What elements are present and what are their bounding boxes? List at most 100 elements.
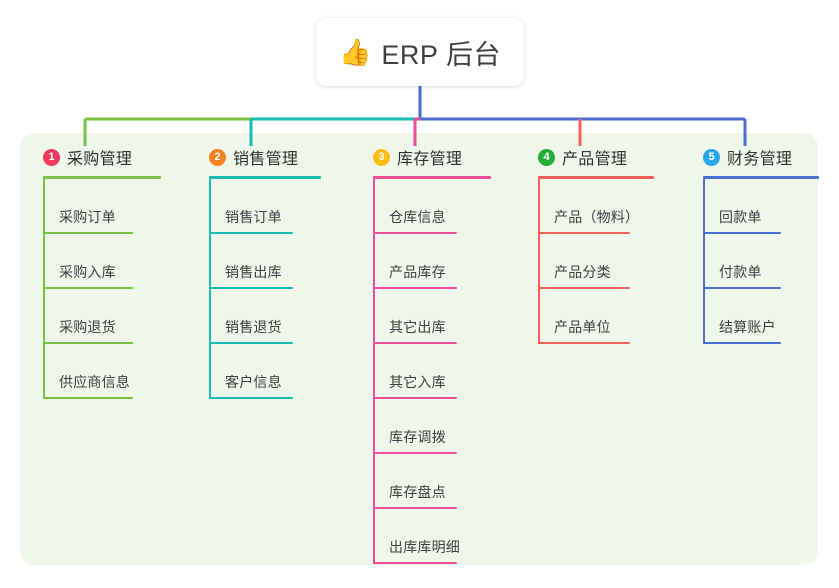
branch-item-label: 产品库存 [389, 264, 446, 280]
branch-item[interactable]: 客户信息 [197, 344, 315, 399]
branch-item-label: 产品（物料） [554, 209, 640, 225]
branch-item-underline [373, 562, 457, 564]
branch-item-label: 出库库明细 [389, 539, 460, 555]
branch-item[interactable]: 销售退货 [197, 289, 315, 344]
branch-header-4[interactable]: 4 产品管理 [526, 146, 644, 168]
branch-title: 财务管理 [727, 151, 793, 168]
branch-title: 采购管理 [67, 151, 133, 168]
branch-item-list: 仓库信息产品库存其它出库其它入库库存调拨库存盘点出库库明细 [361, 179, 479, 564]
branch-header-underline [538, 176, 654, 179]
branch-item[interactable]: 结算账户 [691, 289, 809, 344]
branch-column-4: 4 产品管理产品（物料） 产品分类产品单位 [526, 146, 654, 344]
branch-item-underline [373, 342, 457, 344]
branch-spine [703, 179, 705, 344]
branch-item-underline [538, 342, 630, 344]
branch-item-underline [538, 232, 630, 234]
branch-title: 库存管理 [397, 151, 463, 168]
branch-item-underline [538, 287, 630, 289]
branch-spine [209, 179, 211, 399]
thumbs-up-icon: 👍 [339, 37, 372, 67]
branch-item-label: 产品单位 [554, 319, 611, 335]
page-title: ERP 后台 [381, 39, 501, 70]
branch-item[interactable]: 仓库信息 [361, 179, 479, 234]
branch-item-label: 客户信息 [225, 374, 282, 390]
branch-item[interactable]: 其它入库 [361, 344, 479, 399]
branch-number-badge: 3 [373, 148, 390, 166]
branch-item[interactable]: 采购退货 [31, 289, 149, 344]
branch-spine [43, 179, 45, 399]
branch-item[interactable]: 产品单位 [526, 289, 644, 344]
branch-number-badge: 2 [209, 148, 226, 166]
branch-item[interactable]: 付款单 [691, 234, 809, 289]
branch-item-label: 产品分类 [554, 264, 611, 280]
branch-header-5[interactable]: 5 财务管理 [691, 146, 809, 168]
branch-item[interactable]: 采购入库 [31, 234, 149, 289]
branch-item-label: 采购入库 [59, 264, 116, 280]
branch-item-label: 库存盘点 [389, 484, 446, 500]
branch-item-list: 回款单付款单结算账户 [691, 179, 809, 344]
branch-item[interactable]: 采购订单 [31, 179, 149, 234]
branch-item[interactable]: 供应商信息 [31, 344, 149, 399]
branch-column-2: 2 销售管理销售订单销售出库销售退货客户信息 [197, 146, 321, 399]
branch-item-label: 采购订单 [59, 209, 116, 225]
branch-number-badge: 1 [43, 148, 60, 166]
branch-item[interactable]: 销售订单 [197, 179, 315, 234]
branch-item[interactable]: 回款单 [691, 179, 809, 234]
branch-item-label: 销售出库 [225, 264, 282, 280]
branch-item-underline [209, 342, 293, 344]
branch-column-1: 1 采购管理采购订单采购入库采购退货供应商信息 [31, 146, 161, 399]
branch-item-underline [703, 232, 781, 234]
branch-column-5: 5 财务管理回款单付款单结算账户 [691, 146, 819, 344]
branch-header-2[interactable]: 2 销售管理 [197, 146, 315, 168]
branch-item[interactable]: 产品分类 [526, 234, 644, 289]
branch-item-underline [209, 287, 293, 289]
branch-item-underline [209, 232, 293, 234]
branch-item[interactable]: 产品（物料） [526, 179, 644, 234]
root-node[interactable]: 👍 ERP 后台 [316, 18, 524, 86]
branch-item-list: 采购订单采购入库采购退货供应商信息 [31, 179, 149, 399]
branch-item-label: 销售退货 [225, 319, 282, 335]
branch-number-badge: 5 [703, 148, 720, 166]
branch-item-list: 销售订单销售出库销售退货客户信息 [197, 179, 315, 399]
branch-header-1[interactable]: 1 采购管理 [31, 146, 149, 168]
branch-title: 产品管理 [562, 151, 628, 168]
branch-spine [538, 179, 540, 344]
branch-header-3[interactable]: 3 库存管理 [361, 146, 479, 168]
branch-item-underline [373, 452, 457, 454]
branch-item[interactable]: 其它出库 [361, 289, 479, 344]
branch-item-label: 供应商信息 [59, 374, 130, 390]
branch-item-underline [43, 287, 133, 289]
branch-item-list: 产品（物料） 产品分类产品单位 [526, 179, 644, 344]
branch-item[interactable]: 出库库明细 [361, 509, 479, 564]
branch-item-underline [209, 397, 293, 399]
branch-item[interactable]: 库存调拨 [361, 399, 479, 454]
branch-item-underline [43, 397, 133, 399]
branch-item-underline [703, 287, 781, 289]
branch-header-underline [43, 176, 161, 179]
branch-item-label: 采购退货 [59, 319, 116, 335]
branch-spine [373, 179, 375, 564]
branch-item-label: 其它入库 [389, 374, 446, 390]
branch-header-underline [209, 176, 321, 179]
branch-item[interactable]: 库存盘点 [361, 454, 479, 509]
branch-item-underline [703, 342, 781, 344]
branch-number-badge: 4 [538, 148, 555, 166]
branch-item-label: 销售订单 [225, 209, 282, 225]
branch-item-underline [373, 232, 457, 234]
branch-item-underline [373, 287, 457, 289]
branch-item-label: 其它出库 [389, 319, 446, 335]
branch-item-label: 付款单 [719, 264, 762, 280]
branch-item-label: 结算账户 [719, 319, 776, 335]
branch-item[interactable]: 产品库存 [361, 234, 479, 289]
branch-item[interactable]: 销售出库 [197, 234, 315, 289]
branch-header-underline [373, 176, 491, 179]
branch-item-label: 回款单 [719, 209, 762, 225]
diagram-panel [20, 133, 818, 565]
branch-header-underline [703, 176, 819, 179]
branch-item-label: 库存调拨 [389, 429, 446, 445]
branch-item-underline [373, 397, 457, 399]
branch-item-underline [43, 232, 133, 234]
branch-title: 销售管理 [233, 151, 299, 168]
branch-column-3: 3 库存管理仓库信息产品库存其它出库其它入库库存调拨库存盘点出库库明细 [361, 146, 491, 564]
branch-item-label: 仓库信息 [389, 209, 446, 225]
